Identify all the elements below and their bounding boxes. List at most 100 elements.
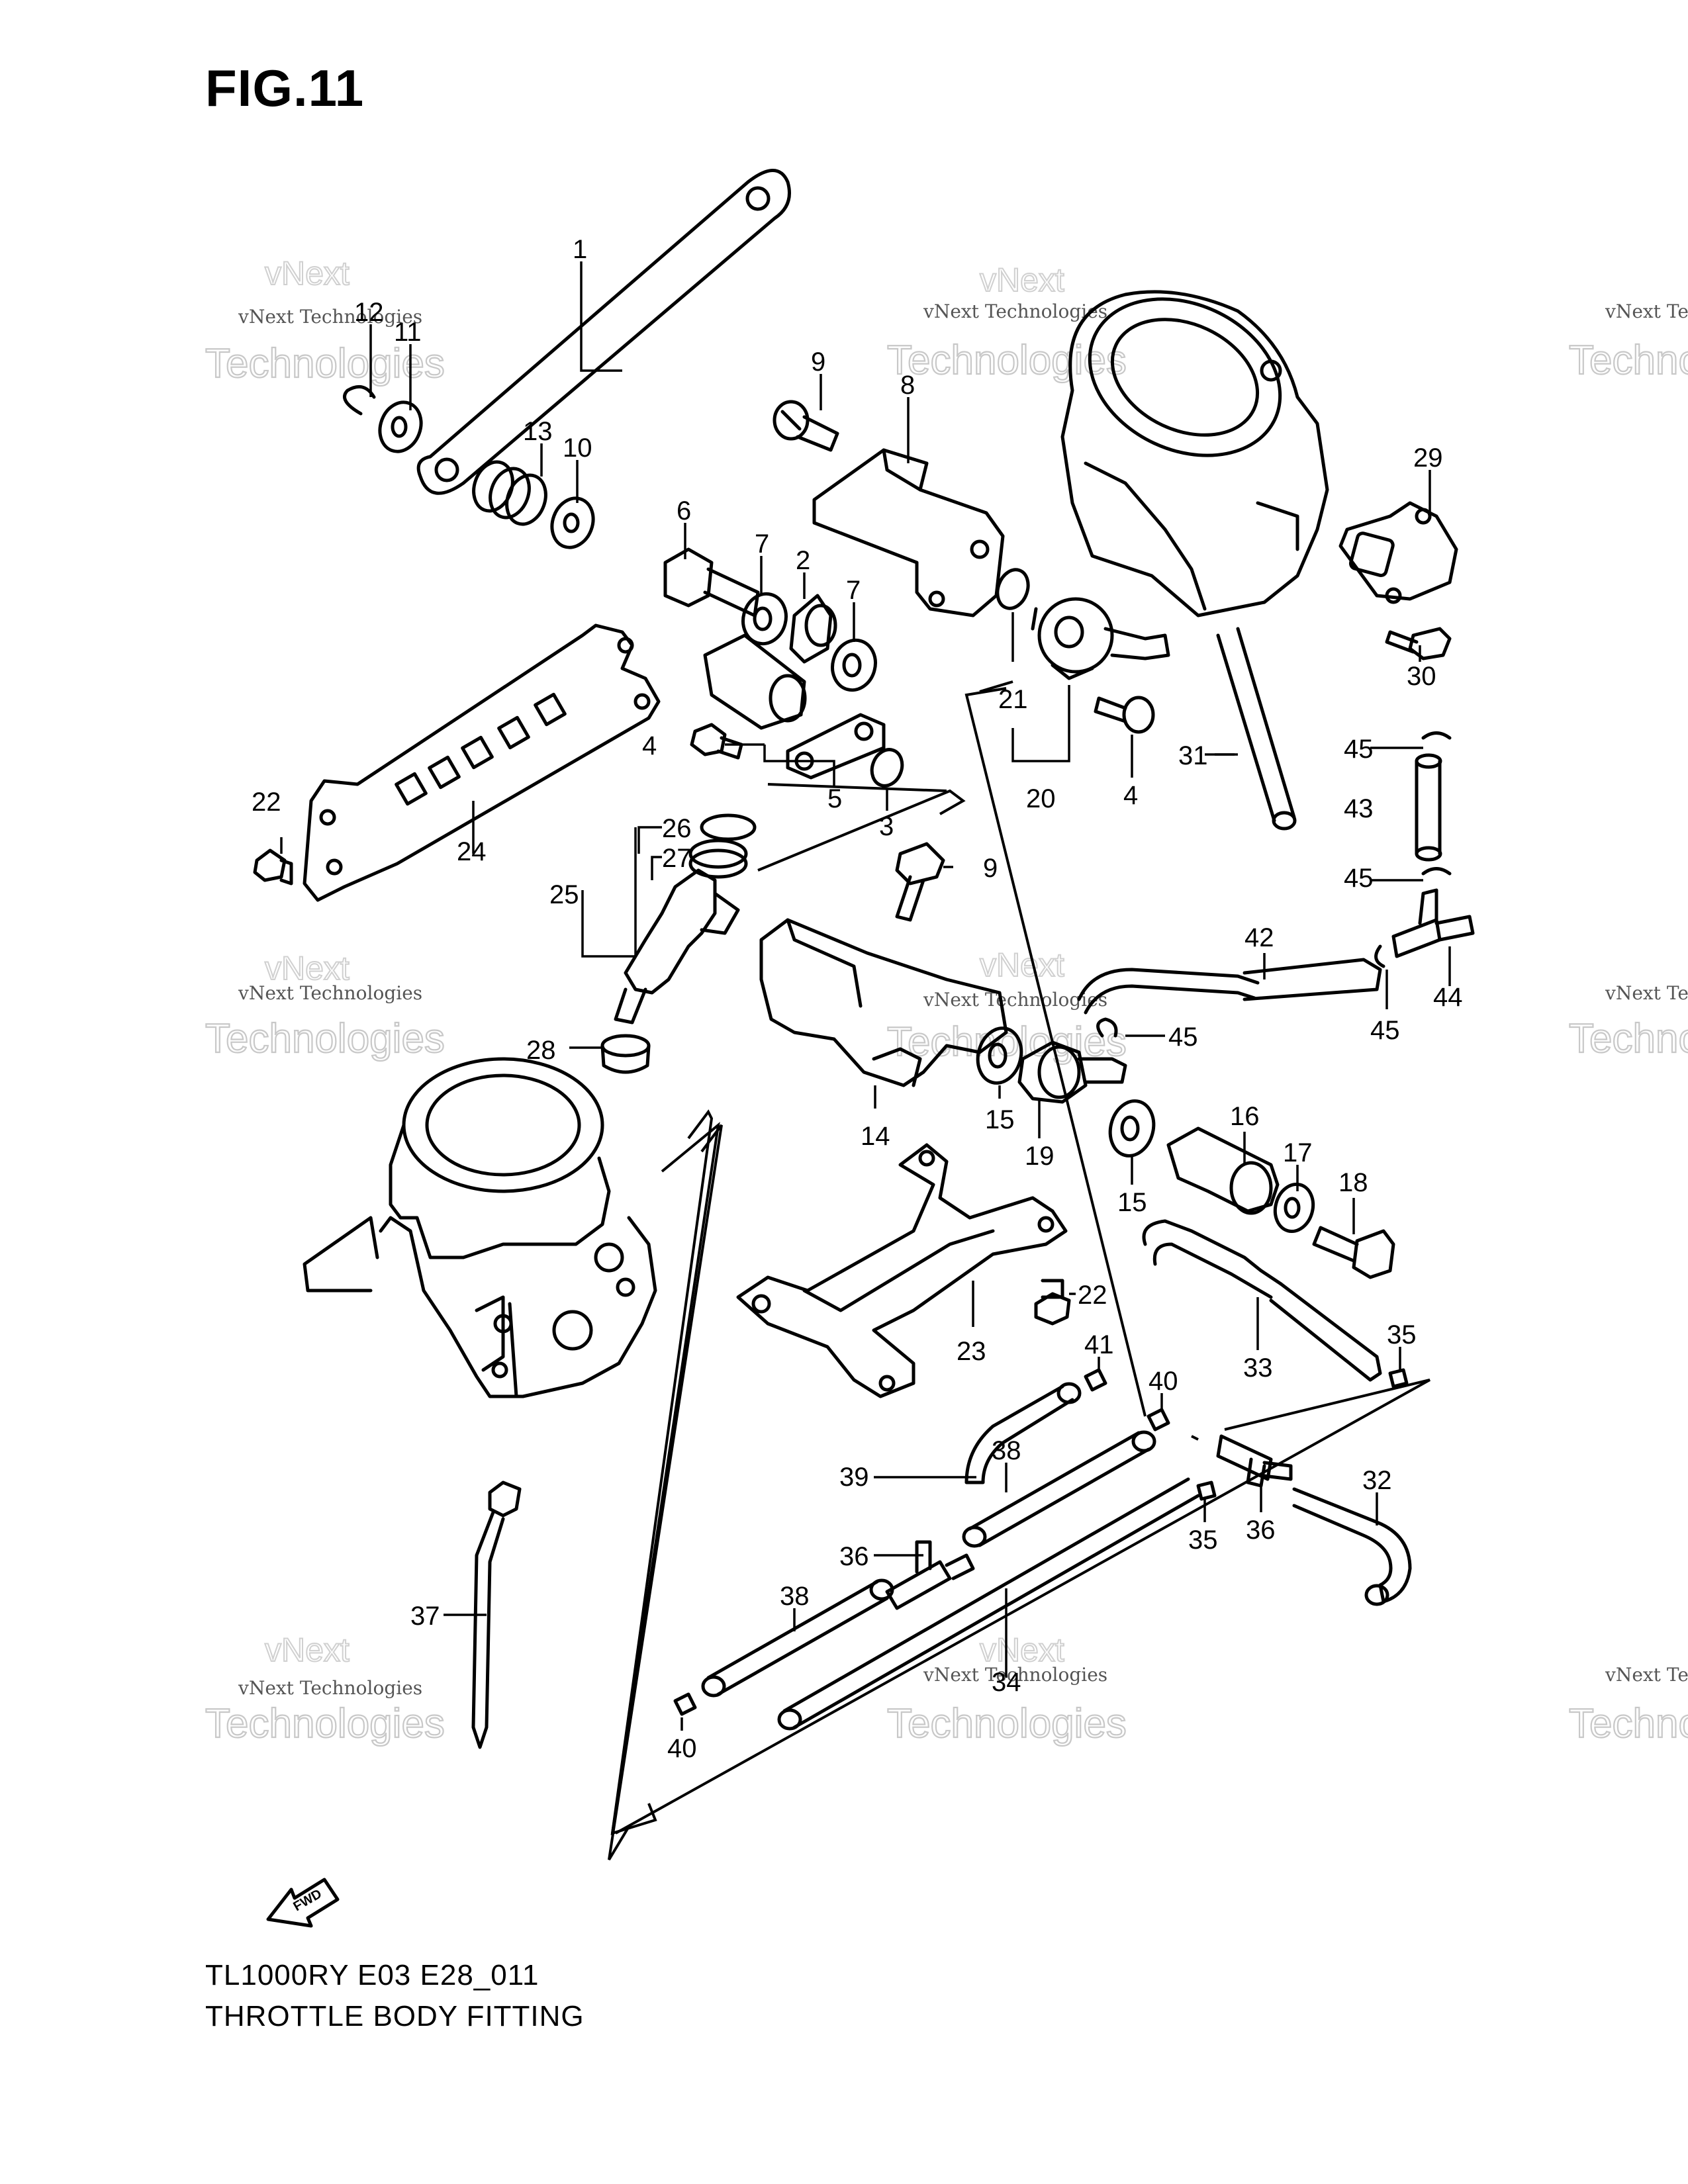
svg-text:vNext: vNext (265, 255, 350, 292)
figure-title: FIG.11 (205, 59, 365, 117)
svg-text:Technologies: Technologies (1569, 338, 1688, 383)
part-pipe-43 (1415, 753, 1442, 862)
callout: 32 (1362, 1466, 1392, 1495)
watermark-bottom-right: vNext Technologies Technologies (1568, 1664, 1688, 1747)
diagram-title: THROTTLE BODY FITTING (205, 2000, 585, 2032)
part-bolt-18 (1312, 1226, 1395, 1279)
callout: 36 (839, 1542, 869, 1571)
frame-line-left-outer (610, 1109, 714, 1835)
svg-text:vNext Technologies: vNext Technologies (923, 1664, 1107, 1686)
part-link-rod (416, 169, 791, 495)
part-seal-26 (700, 813, 757, 841)
leader-lines (280, 261, 1451, 1731)
svg-text:vNext Technologies: vNext Technologies (1605, 1664, 1688, 1686)
callout: 38 (992, 1436, 1021, 1465)
callout: 28 (526, 1036, 556, 1065)
frame-line-right-diagonal (964, 687, 1147, 1417)
part-clamp-45-lower (1421, 867, 1452, 876)
watermark-top-center: vNext vNext Technologies Technologies (886, 261, 1127, 384)
assembly-frame-lines (608, 680, 1430, 1861)
callout: 15 (985, 1105, 1015, 1134)
svg-text:vNext: vNext (980, 946, 1064, 983)
part-injector-25 (614, 868, 740, 1024)
callout: 9 (983, 854, 998, 883)
callout: 35 (1188, 1525, 1218, 1555)
callout: 14 (861, 1122, 890, 1151)
callout: 6 (677, 496, 691, 525)
svg-text:vNext Technologies: vNext Technologies (238, 1677, 422, 1699)
model-code: TL1000RY E03 E28_011 (205, 1959, 539, 1991)
part-jet-40-lower (673, 1692, 697, 1716)
svg-text:Technologies: Technologies (887, 338, 1127, 383)
callout: 1 (573, 235, 587, 264)
frame-line-upper-short (767, 783, 947, 792)
svg-text:vNext Technologies: vNext Technologies (238, 306, 422, 328)
part-screw-6 (663, 547, 760, 617)
part-screw-30 (1385, 627, 1452, 660)
part-washer-11 (378, 400, 423, 453)
svg-text:vNext Technologies: vNext Technologies (238, 982, 422, 1004)
callout: 22 (252, 788, 281, 817)
part-union-bolt-16 (1166, 1126, 1280, 1215)
part-pipe-38-lower (701, 1578, 894, 1698)
part-pipe-38-upper (962, 1430, 1156, 1548)
callout: 39 (839, 1463, 869, 1492)
callout: 31 (1178, 741, 1208, 770)
part-t-joint-36-right (1216, 1434, 1293, 1488)
part-pipe-34 (777, 1477, 1200, 1731)
watermark-bottom-center: vNext vNext Technologies Technologies (886, 1631, 1127, 1747)
callout: 16 (1230, 1102, 1260, 1131)
part-o-ring-27 (688, 839, 748, 879)
watermark-mid-left: vNext vNext Technologies Technologies (205, 949, 445, 1062)
callout: 35 (1387, 1320, 1417, 1349)
part-spring (472, 460, 547, 526)
svg-text:Technologies: Technologies (205, 1701, 445, 1747)
part-washer-17 (1273, 1182, 1315, 1234)
part-o-ring-21 (996, 568, 1030, 610)
frame-line-right-top (979, 680, 1013, 693)
part-washer-15-upper (976, 1026, 1023, 1085)
part-cushion-28 (600, 1034, 651, 1074)
callout: 34 (992, 1668, 1021, 1697)
svg-text:vNext Technologies: vNext Technologies (1605, 982, 1688, 1004)
part-t-joint-36-left (885, 1540, 975, 1610)
callout: 12 (354, 298, 384, 327)
part-t-joint-44 (1391, 888, 1475, 958)
part-hose-32 (1292, 1487, 1412, 1606)
watermark-top-right: vNext Technologies Technologies (1568, 300, 1688, 384)
callout: 4 (1123, 781, 1138, 810)
callout: 15 (1117, 1188, 1147, 1217)
callout: 27 (662, 844, 692, 873)
part-bracket-24 (303, 623, 661, 902)
svg-text:vNext: vNext (265, 1631, 350, 1668)
part-screw-22-lower (1034, 1279, 1071, 1326)
part-clamp-45-top (1421, 731, 1452, 740)
part-jet-35-lower (1196, 1480, 1217, 1501)
svg-text:vNext: vNext (980, 261, 1064, 298)
part-clamp-45-mid (1096, 1017, 1118, 1038)
callout: 43 (1344, 794, 1374, 823)
callout: 10 (563, 433, 592, 463)
part-bracket-8 (812, 448, 1005, 617)
callout: 19 (1025, 1142, 1055, 1171)
svg-text:vNext Technologies: vNext Technologies (923, 989, 1107, 1011)
part-hose-33 (1142, 1219, 1382, 1382)
part-bracket-23 (736, 1143, 1068, 1398)
callout: 7 (846, 576, 861, 605)
part-delivery-pipe-14 (759, 918, 1008, 1087)
part-hose-39 (964, 1382, 1082, 1484)
callout: 8 (900, 371, 915, 400)
part-jet-41 (1084, 1368, 1107, 1392)
callout: 42 (1244, 923, 1274, 952)
callout: 21 (998, 685, 1028, 714)
fwd-arrow: FWD (266, 1878, 340, 1928)
part-throttle-body-upper (1060, 290, 1329, 617)
part-screw-9-top (773, 400, 839, 452)
callout: 45 (1344, 864, 1374, 893)
part-washer-15-lower (1108, 1099, 1156, 1158)
callout: 33 (1243, 1353, 1273, 1383)
part-sensor-29 (1338, 501, 1458, 604)
part-screw-22 (253, 848, 293, 886)
callout: 40 (667, 1734, 697, 1763)
callout: 17 (1283, 1138, 1313, 1167)
